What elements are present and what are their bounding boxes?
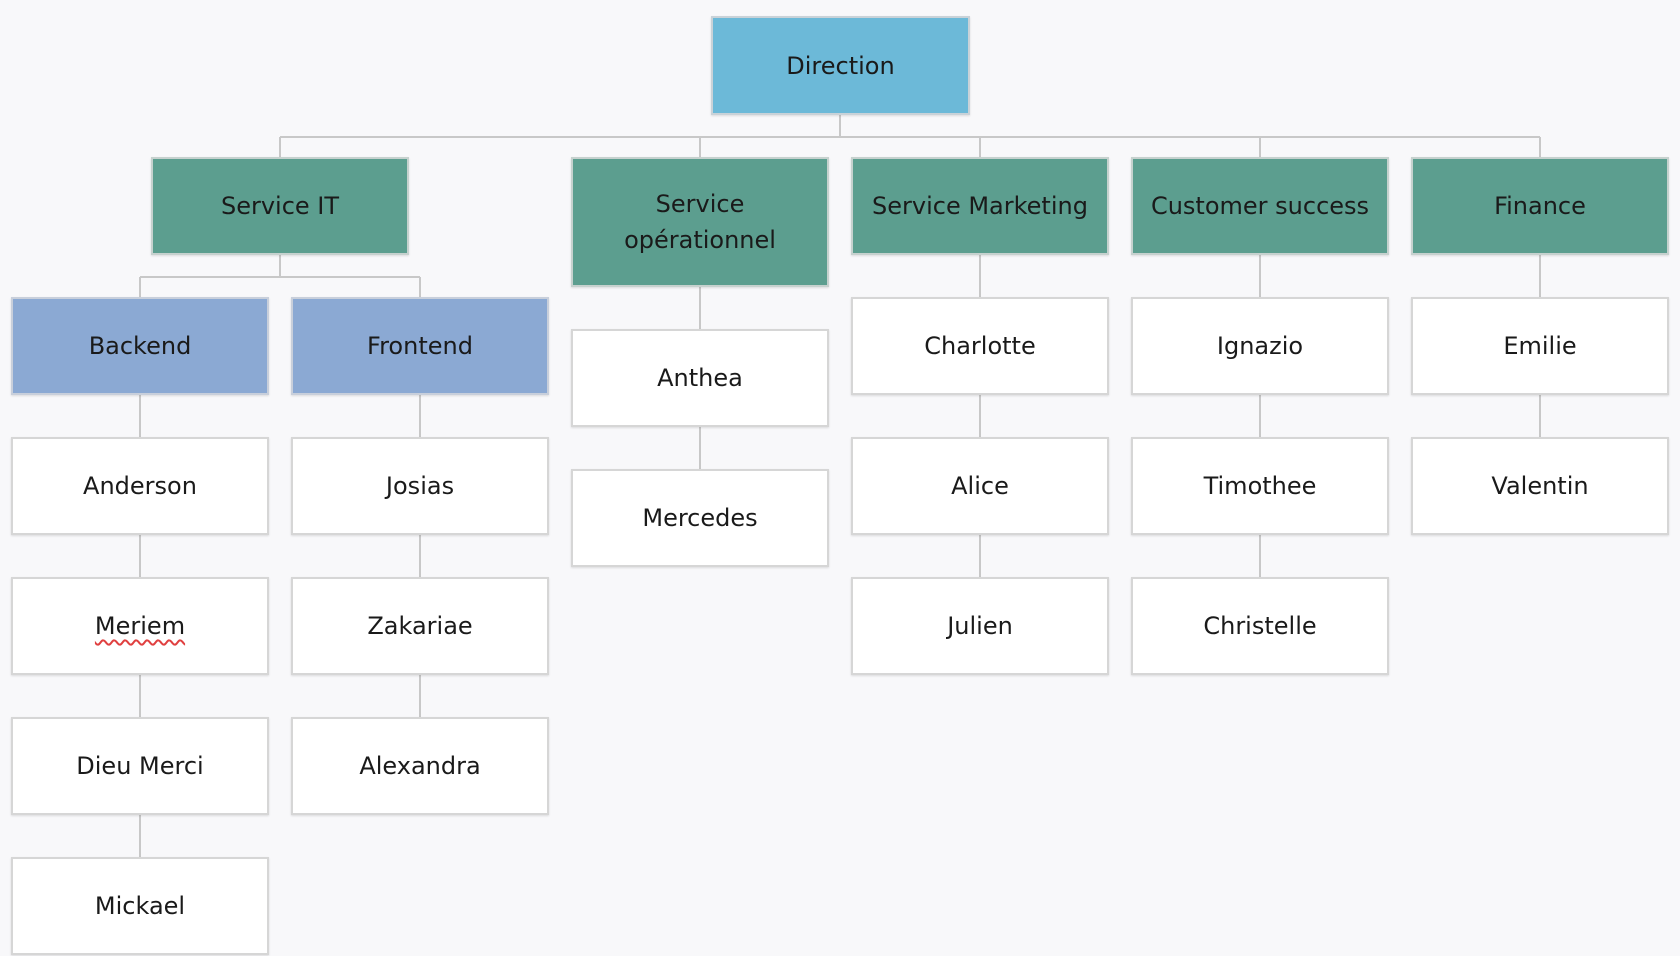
node-person[interactable]: Mercedes (571, 469, 829, 567)
node-label: Julien (947, 612, 1013, 640)
node-label: Charlotte (924, 332, 1036, 360)
node-person[interactable]: Christelle (1131, 577, 1389, 675)
node-person[interactable]: Timothee (1131, 437, 1389, 535)
node-label: Service IT (220, 192, 340, 220)
node-backend[interactable]: Backend (11, 297, 269, 395)
node-label: Christelle (1203, 612, 1317, 640)
node-label: Timothee (1203, 472, 1317, 500)
node-service-it[interactable]: Service IT (151, 157, 409, 255)
node-person[interactable]: Dieu Merci (11, 717, 269, 815)
node-direction[interactable]: Direction (711, 16, 970, 115)
node-person[interactable]: Julien (851, 577, 1109, 675)
node-label: Service opérationnel (624, 190, 776, 254)
node-finance[interactable]: Finance (1411, 157, 1669, 255)
node-person[interactable]: Josias (291, 437, 549, 535)
node-label: Finance (1494, 192, 1586, 220)
node-customer-success[interactable]: Customer success (1131, 157, 1389, 255)
node-person[interactable]: Anderson (11, 437, 269, 535)
node-label: Direction (786, 51, 895, 80)
node-label: Anderson (83, 472, 197, 500)
node-label: Zakariae (367, 612, 473, 640)
node-label: Mercedes (642, 504, 758, 532)
node-person[interactable]: Alice (851, 437, 1109, 535)
node-label: Valentin (1491, 472, 1589, 500)
node-frontend[interactable]: Frontend (291, 297, 549, 395)
node-label: Anthea (657, 364, 743, 392)
node-person[interactable]: Zakariae (291, 577, 549, 675)
node-label: Emilie (1503, 332, 1577, 360)
node-label: Frontend (367, 332, 473, 360)
node-label: Backend (88, 332, 192, 360)
node-label: Ignazio (1216, 332, 1304, 360)
node-label: Dieu Merci (76, 752, 204, 780)
node-label: Josias (385, 472, 455, 500)
node-person[interactable]: Emilie (1411, 297, 1669, 395)
node-person[interactable]: Anthea (571, 329, 829, 427)
node-label: Meriem (94, 612, 186, 640)
node-person[interactable]: Charlotte (851, 297, 1109, 395)
node-label: Alexandra (359, 752, 481, 780)
node-label: Mickael (94, 892, 186, 920)
node-service-marketing[interactable]: Service Marketing (851, 157, 1109, 255)
node-person[interactable]: Ignazio (1131, 297, 1389, 395)
node-label: Alice (951, 472, 1009, 500)
node-person[interactable]: Alexandra (291, 717, 549, 815)
node-service-operationnel[interactable]: Service opérationnel (571, 157, 829, 287)
node-label: Service Marketing (872, 192, 1088, 220)
node-person[interactable]: Mickael (11, 857, 269, 955)
node-person[interactable]: Valentin (1411, 437, 1669, 535)
node-label: Customer success (1150, 192, 1370, 220)
node-person[interactable]: Meriem (11, 577, 269, 675)
